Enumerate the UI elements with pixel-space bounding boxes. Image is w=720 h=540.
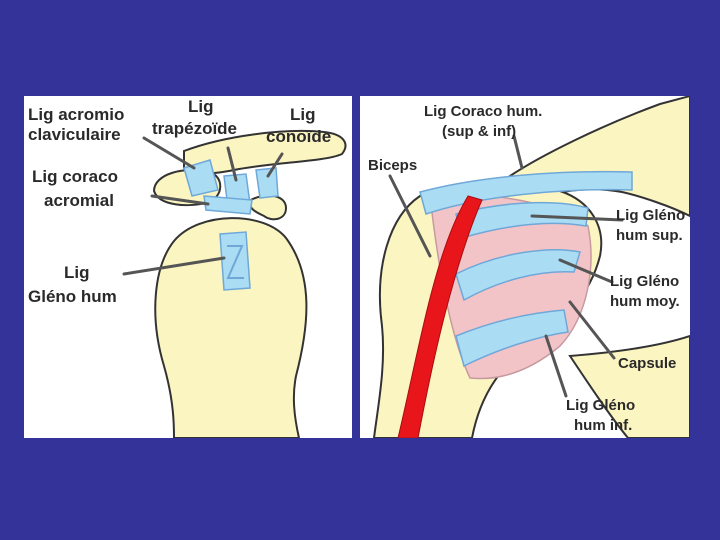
label-coraco-hum-line1: Lig Coraco hum.: [424, 103, 542, 120]
label-conoide-line2: conoïde: [266, 127, 331, 146]
label-gleno-sup-line2: hum sup.: [616, 227, 683, 244]
biceps-tendon: [397, 195, 483, 438]
label-gleno-moy-line2: hum moy.: [610, 293, 680, 310]
label-coraco-line1: Lig coraco: [32, 167, 118, 186]
inferior-glenohumeral-band: [455, 309, 569, 368]
trapezoide-leader: [226, 146, 238, 182]
label-biceps: Biceps: [368, 157, 417, 174]
left-diagram: Lig acromio claviculaire Lig trapézoïde …: [28, 97, 347, 438]
left-diagram-panel: Lig acromio claviculaire Lig trapézoïde …: [24, 96, 352, 438]
conoide-leader: [266, 152, 284, 178]
coraco-hum-leader: [512, 134, 524, 170]
label-capsule: Capsule: [618, 355, 676, 372]
label-coraco-hum-line2: (sup & inf): [442, 123, 516, 140]
scapula-lower-edge: [568, 334, 690, 438]
label-acromio-line2: claviculaire: [28, 125, 121, 144]
biceps-leader: [388, 174, 432, 258]
conoid-ligament-patch: [255, 167, 279, 199]
right-diagram: Lig Coraco hum. (sup & inf) Biceps Lig G…: [368, 96, 690, 438]
acromioclavicular-ligament-patch: [183, 159, 219, 197]
capsule-leader: [568, 300, 616, 360]
label-coraco-line2: acromial: [44, 191, 114, 210]
label-gleno-line2: Gléno hum: [28, 287, 117, 306]
label-gleno-inf-line2: hum inf.: [574, 417, 632, 434]
right-diagram-panel: Lig Coraco hum. (sup & inf) Biceps Lig G…: [360, 96, 690, 438]
label-conoide-line1: Lig: [290, 105, 316, 124]
label-trapezoide-line2: trapézoïde: [152, 119, 237, 138]
coraco-leader: [150, 194, 210, 206]
gleno-leader: [122, 256, 226, 276]
acromio-leader: [142, 136, 196, 170]
coracoacromial-ligament-patch: [203, 195, 253, 215]
coracoid-process: [247, 194, 288, 221]
superior-glenohumeral-band: [455, 201, 589, 239]
clavicle-bone: [183, 129, 347, 175]
label-gleno-sup-line1: Lig Gléno: [616, 207, 685, 224]
humerus-bone: [154, 217, 308, 438]
gleno-moy-leader: [558, 258, 614, 284]
gleno-sup-leader: [530, 214, 624, 222]
label-gleno-inf-line1: Lig Gléno: [566, 397, 635, 414]
label-acromio-line1: Lig acromio: [28, 105, 124, 124]
gleno-inf-leader: [544, 334, 568, 398]
middle-glenohumeral-band: [455, 249, 581, 302]
label-gleno-line1: Lig: [64, 263, 90, 282]
label-trapezoide-line1: Lig: [188, 97, 214, 116]
label-gleno-moy-line1: Lig Gléno: [610, 273, 679, 290]
glenohumeral-ligament-mark: [226, 245, 244, 279]
